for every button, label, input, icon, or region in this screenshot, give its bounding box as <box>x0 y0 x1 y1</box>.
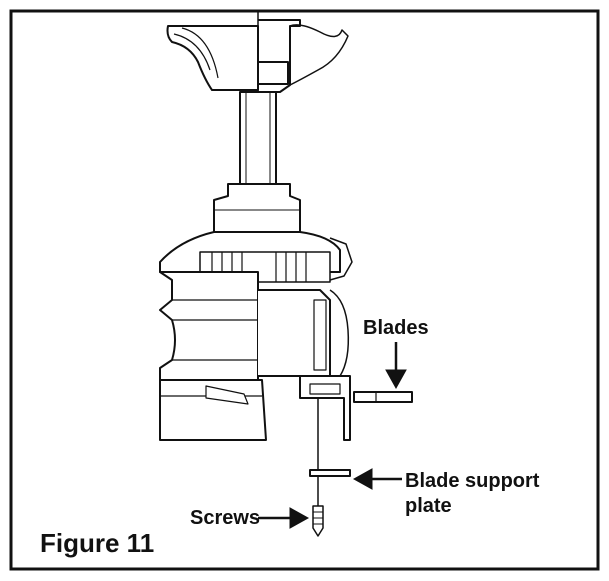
blade-support-plate-label-line2: plate <box>405 495 452 517</box>
blade-support-plate-label-line1: Blade support <box>405 470 540 492</box>
screws-label: Screws <box>190 507 261 529</box>
motor-housing-body <box>159 271 259 381</box>
blade-support-plate <box>309 469 351 477</box>
figure-caption: Figure 11 <box>40 528 155 558</box>
blades-label: Blades <box>363 317 429 339</box>
plate-arrow-head <box>352 468 373 490</box>
screw <box>312 505 324 537</box>
downrod <box>239 91 277 185</box>
coupling <box>213 183 301 233</box>
blade <box>353 391 413 403</box>
screws-arrow-head <box>289 507 310 529</box>
blades-arrow-head <box>385 369 407 390</box>
figure-border <box>9 9 600 571</box>
